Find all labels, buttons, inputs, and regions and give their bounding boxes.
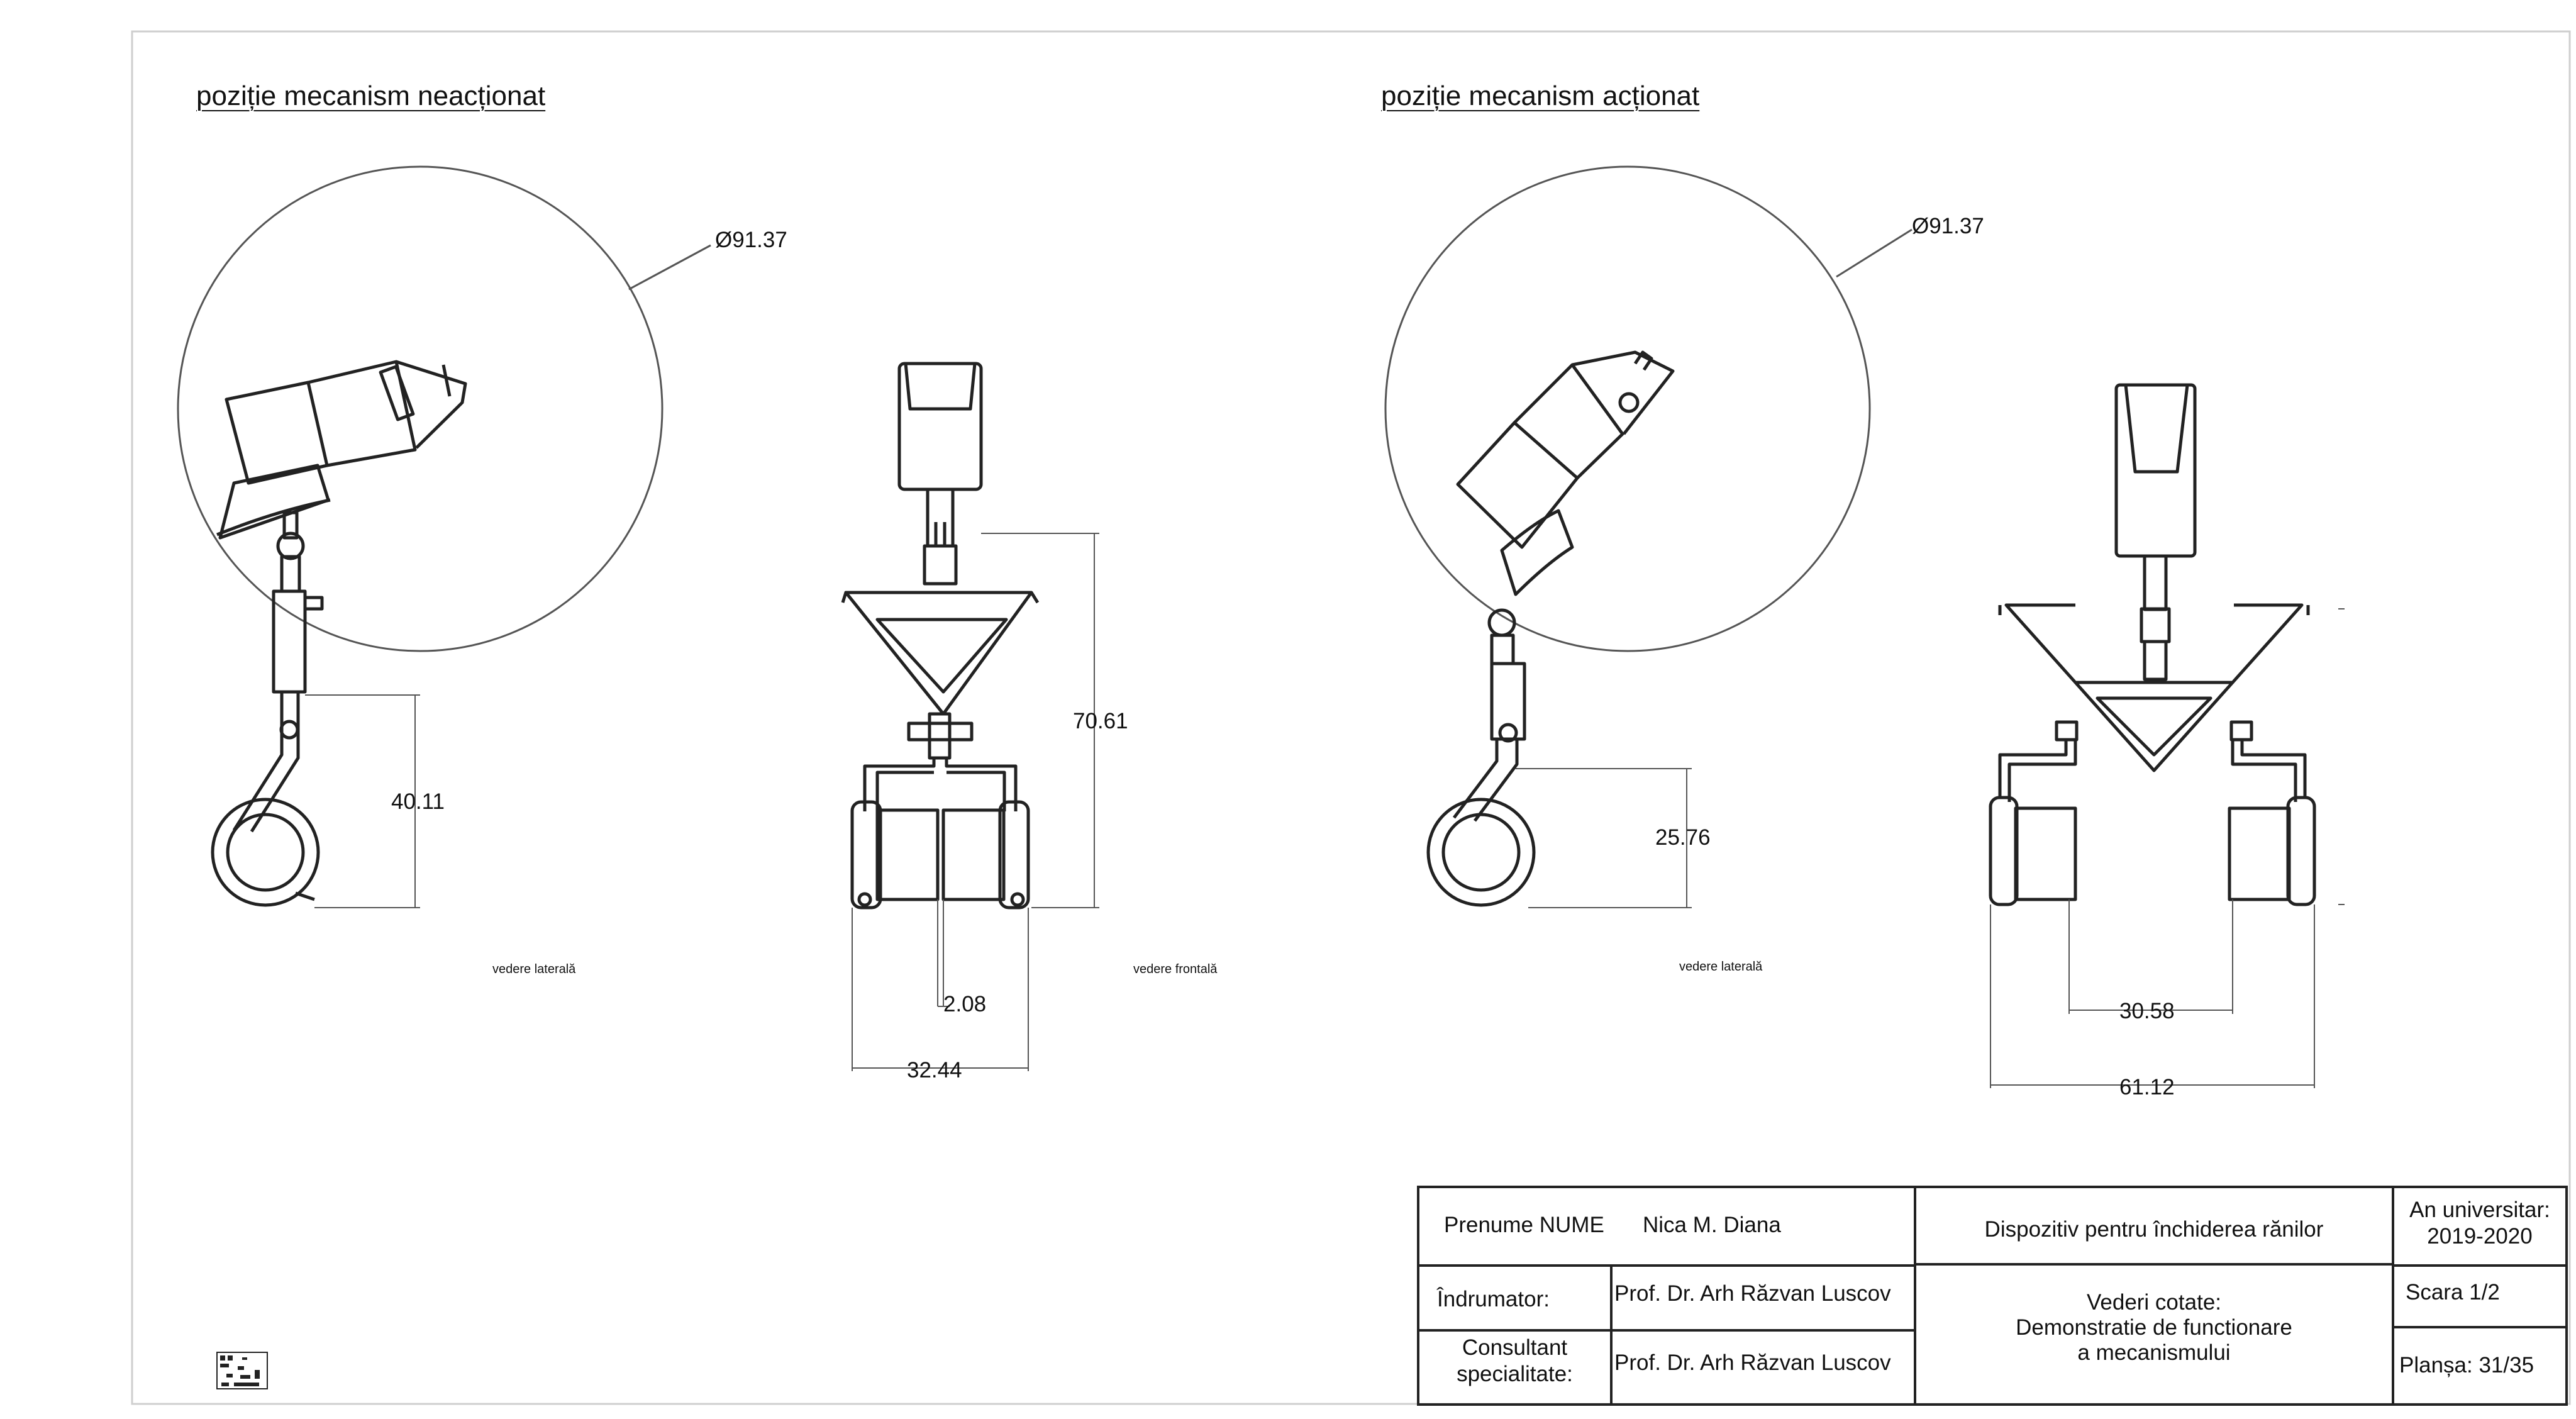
left-side-view [177, 165, 711, 907]
left-front-view [841, 362, 1040, 910]
advisor-label: Îndrumator: [1437, 1287, 1550, 1311]
ring-inner [226, 813, 305, 892]
top-cap [897, 362, 983, 491]
head-slope [308, 360, 417, 467]
right-side-view [1384, 165, 1913, 907]
front-view-label-left: vedere frontală [1133, 962, 1218, 976]
project-title: Dispozitiv pentru închiderea rănilor [1984, 1217, 2324, 1242]
inner-width-dim: 30.58 [2119, 999, 2175, 1023]
roller-right-cap-actuated [2286, 796, 2316, 906]
roller-left [875, 808, 940, 901]
dim-40-11-lines [305, 694, 420, 908]
diameter-dim-right: Ø91.37 [1912, 214, 1984, 238]
arms-actuated [2004, 603, 2304, 684]
name-label: Prenume NUME [1444, 1213, 1604, 1237]
stem-actuated [2143, 554, 2168, 611]
heading-unactuated: poziție mecanism neacționat [196, 81, 546, 111]
right-front-dim-lines [1990, 608, 2345, 1088]
fork-right [945, 758, 1018, 811]
ring-inner-actuated [1441, 813, 1521, 892]
detail-circle-left [177, 165, 663, 652]
lower-arm [232, 692, 300, 833]
vertical-bar-actuated [1490, 662, 1526, 741]
content-line-1: Vederi cotate: [2086, 1290, 2222, 1315]
top-cap-inner [904, 363, 977, 411]
diameter-dim-left: Ø91.37 [715, 228, 787, 252]
outer-width-dim: 61.12 [2119, 1075, 2175, 1099]
content-line-2: Demonstratie de functionare [2016, 1315, 2292, 1340]
front-gap-dim: 2.08 [943, 992, 987, 1016]
slot-pin [379, 365, 415, 421]
year-value: 2019-2020 [2427, 1224, 2533, 1249]
side-view-label-right: vedere laterală [1679, 960, 1763, 974]
content-line-3: a mecanismului [2077, 1340, 2231, 1365]
name-value: Nica M. Diana [1643, 1213, 1781, 1237]
sheet-frame [131, 30, 2571, 1405]
ring-tail [295, 891, 315, 901]
triangle-inner [875, 618, 1008, 694]
pivot-link [280, 555, 301, 593]
head-tail-actuated [1572, 350, 1675, 435]
year-label: An universitar: [2409, 1198, 2550, 1222]
head-tail [396, 360, 467, 449]
consultant-label-2: specialitate: [1457, 1362, 1573, 1386]
roller-right-actuated [2228, 806, 2291, 901]
lower-pin [279, 720, 299, 740]
roller-right-cap [998, 800, 1030, 910]
slot-line [441, 364, 452, 397]
side-dim-left: 40.11 [391, 789, 445, 814]
ring-outer [211, 798, 320, 907]
front-height-dim: 70.61 [1073, 709, 1128, 733]
consultant-value: Prof. Dr. Arh Răzvan Luscov [1614, 1350, 1891, 1375]
roller-left-cap [850, 800, 882, 910]
stem-joint [923, 544, 958, 586]
pivot-pin [282, 511, 299, 540]
title-block-grid [1417, 1186, 2568, 1406]
heading-actuated: poziție mecanism acționat [1381, 81, 1700, 111]
advisor-value: Prof. Dr. Arh Răzvan Luscov [1614, 1281, 1891, 1306]
lower-arm-actuated [1453, 739, 1519, 822]
pivot-ring [276, 531, 305, 560]
side-view-label-left: vedere laterală [492, 962, 576, 976]
fork-left [863, 758, 936, 811]
diameter-leader-left [628, 244, 711, 291]
detail-circle-right [1384, 165, 1871, 652]
arc-clip-actuated [1500, 509, 1574, 596]
sheet-number: Planșa: 31/35 [2399, 1353, 2534, 1377]
qr-code-icon [216, 1352, 268, 1389]
roller-right [941, 808, 1006, 901]
front-width-dim: 32.44 [907, 1058, 962, 1082]
head-slope-actuated [1513, 363, 1624, 479]
bar-hook [305, 596, 324, 611]
right-front-view [1989, 383, 2316, 906]
triangle-outer [844, 591, 1033, 716]
triangle-inner-actuated [2096, 696, 2212, 757]
clamp-bar [907, 721, 974, 742]
fork-right-actuated [2231, 739, 2307, 802]
pivot-ring-actuated [1487, 608, 1516, 637]
roller-left-cap-actuated [1989, 796, 2019, 906]
diameter-leader-right [1836, 228, 1913, 278]
scale: Scara 1/2 [2406, 1280, 2500, 1305]
triangle-outer-actuated [2074, 681, 2235, 772]
stem [926, 487, 955, 548]
roller-left-actuated [2014, 806, 2077, 901]
front-dim-lines [852, 533, 1099, 1071]
clamp-center [928, 712, 952, 760]
dim-25-76-lines [1516, 768, 1692, 908]
ring-outer-actuated [1426, 798, 1536, 907]
consultant-label-1: Consultant [1462, 1335, 1568, 1360]
arc-clip-curve [216, 498, 331, 537]
head-block-actuated [1456, 421, 1579, 549]
fork-left-actuated [1998, 739, 2077, 802]
vertical-bar [272, 589, 307, 694]
side-dim-right: 25.76 [1655, 825, 1711, 850]
